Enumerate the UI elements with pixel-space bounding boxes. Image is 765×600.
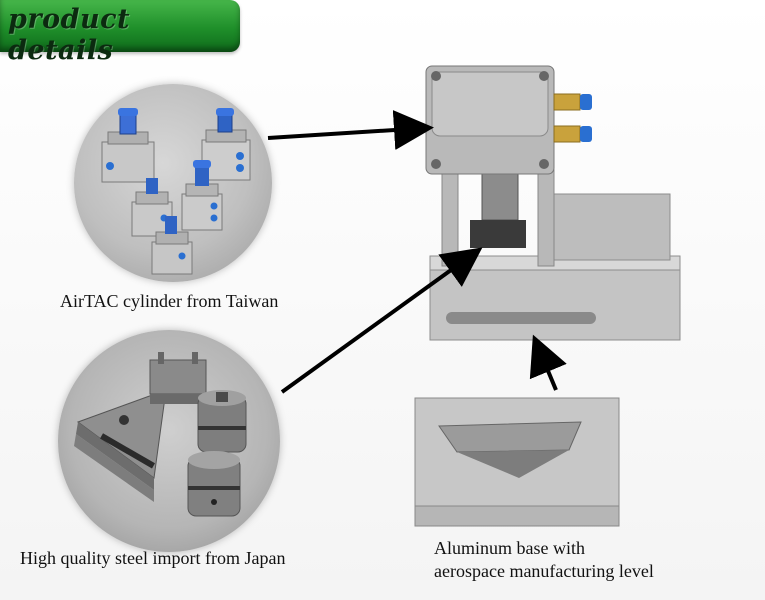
cylinder-caption: AirTAC cylinder from Taiwan: [60, 291, 279, 311]
cylinder-arrow: [267, 110, 434, 150]
round-die-icon: [197, 390, 247, 453]
aluminum-base-block: [429, 255, 681, 341]
page-title: product details: [8, 4, 131, 66]
base-caption-line-1: Aluminum base with: [434, 538, 585, 558]
triangle-die-icon: [74, 389, 167, 502]
cylinder-unit-icon: [101, 108, 155, 183]
airtac-cylinder-block: [425, 65, 555, 175]
aluminum-base-photo: [414, 397, 620, 527]
guide-pillar: [537, 169, 555, 267]
air-fitting-icon: [553, 93, 592, 111]
cylinder-photo: [74, 84, 272, 282]
punch-rod: [481, 171, 519, 221]
block-die-icon: [149, 352, 207, 404]
steel-parts-photo: [58, 330, 280, 552]
punch-die: [470, 220, 526, 248]
air-fitting-icon: [553, 125, 592, 143]
guide-pillar: [441, 169, 459, 267]
cylinder-illustration: [101, 108, 251, 275]
cylinder-unit-icon: [201, 108, 251, 181]
round-die-icon: [187, 451, 241, 517]
title-badge: product details: [0, 0, 240, 66]
steel-parts-illustration: [74, 352, 247, 517]
punch-machine-illustration: [425, 65, 681, 341]
back-frame: [539, 193, 671, 261]
steel-caption: High quality steel import from Japan: [20, 548, 286, 568]
base-caption-line-2: aerospace manufacturing level: [434, 561, 654, 581]
cylinder-unit-icon: [151, 216, 193, 275]
cylinder-unit-icon: [181, 160, 223, 231]
